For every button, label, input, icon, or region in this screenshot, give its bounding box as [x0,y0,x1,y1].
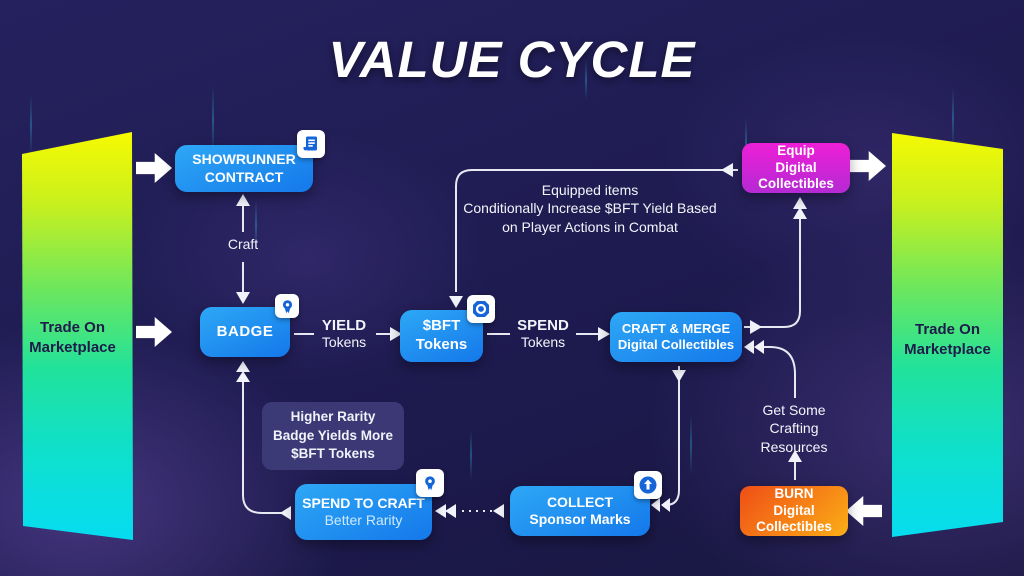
flow-arrow-equip-to-marketplace [850,151,886,181]
note-line: Badge Yields More [272,427,394,443]
node-showrunner-contract: SHOWRUNNER CONTRACT [175,130,325,192]
background-streak [30,95,32,155]
collect-upload-icon [634,471,662,499]
panel-label: Trade On Marketplace [885,320,1010,361]
note-line: Higher Rarity [290,408,376,424]
panel-label-line: Trade On [39,319,106,336]
flow-arrow-marketplace-to-burn [846,494,882,528]
note-line: Conditionally Increase $BFT Yield Based [463,200,717,217]
edge-label-text: Tokens [520,334,566,350]
note-line: Equipped items [541,182,639,198]
edge-label-text: YIELD [321,317,367,334]
note-crafting-resources: Get Some Crafting Resources [751,401,837,456]
flow-arrow-marketplace-to-contract [136,153,172,183]
node-label: Digital [775,159,817,175]
note-equipped-items: Equipped items Conditionally Increase $B… [437,181,743,236]
node-craft-merge: CRAFT & MERGE Digital Collectibles [610,312,742,362]
node-burn-collectibles: BURN Digital Collectibles [740,486,848,536]
node-label: CRAFT & MERGE [621,320,731,336]
node-collect-sponsor-marks: COLLECT Sponsor Marks [510,471,662,536]
award-ribbon-icon [416,469,444,497]
node-label: $BFT [422,317,461,335]
node-label: Tokens [415,336,468,353]
node-sublabel: Better Rarity [324,512,403,528]
panel-label-line: Trade On [914,321,981,338]
note-line: Resources [760,438,828,455]
token-coin-icon [467,295,495,323]
edge-label-text: Craft [227,236,259,252]
background-streak [690,415,692,475]
flow-arrow-marketplace-to-badge [136,317,172,347]
panel-gradient [892,133,1003,537]
panel-label: Trade On Marketplace [10,318,135,359]
edge-label-text: SPEND [517,317,569,334]
page-title: VALUE CYCLE [328,31,696,88]
node-label: SHOWRUNNER [192,151,296,167]
node-bft-tokens: $BFT Tokens [400,295,495,362]
note-line: Crafting [769,420,819,437]
background-streak [212,85,214,155]
panel-label-line: Marketplace [904,341,991,359]
node-spend-to-craft: SPEND TO CRAFT Better Rarity [295,469,444,540]
node-label: Digital Collectibles [617,337,735,352]
award-ribbon-icon [275,294,299,318]
edge-label-yield: YIELD Tokens [312,317,376,350]
node-label: COLLECT [546,493,614,510]
marketplace-panel-right: Trade On Marketplace [885,128,1010,543]
contract-icon [297,130,325,158]
note-line: $BFT Tokens [291,446,375,462]
edge-label-text: Tokens [321,334,367,350]
node-label: CONTRACT [204,168,284,185]
panel-gradient [22,132,133,540]
panel-label-line: Marketplace [29,339,116,357]
note-higher-rarity: Higher Rarity Badge Yields More $BFT Tok… [262,402,404,470]
note-line: Get Some [762,402,826,418]
node-label: BADGE [216,322,274,340]
note-line: on Player Actions in Combat [502,218,678,235]
node-badge: BADGE [200,294,299,357]
background-streak [745,118,747,168]
edge-label-spend: SPEND Tokens [511,317,575,350]
node-label: Collectibles [756,519,832,535]
edge-label-craft: Craft [210,236,276,252]
marketplace-panel-left: Trade On Marketplace [10,130,135,542]
background-streak [255,200,257,250]
node-equip-collectibles: Equip Digital Collectibles [742,143,850,193]
node-label: Collectibles [758,176,834,192]
node-label: Equip [777,142,815,158]
node-label: Digital [773,502,815,518]
background-streak [585,60,587,100]
background-streak [952,88,954,148]
background-streak [470,430,472,480]
node-label: BURN [774,485,814,501]
node-label: Sponsor Marks [529,511,631,527]
node-label: SPEND TO CRAFT [302,494,425,511]
